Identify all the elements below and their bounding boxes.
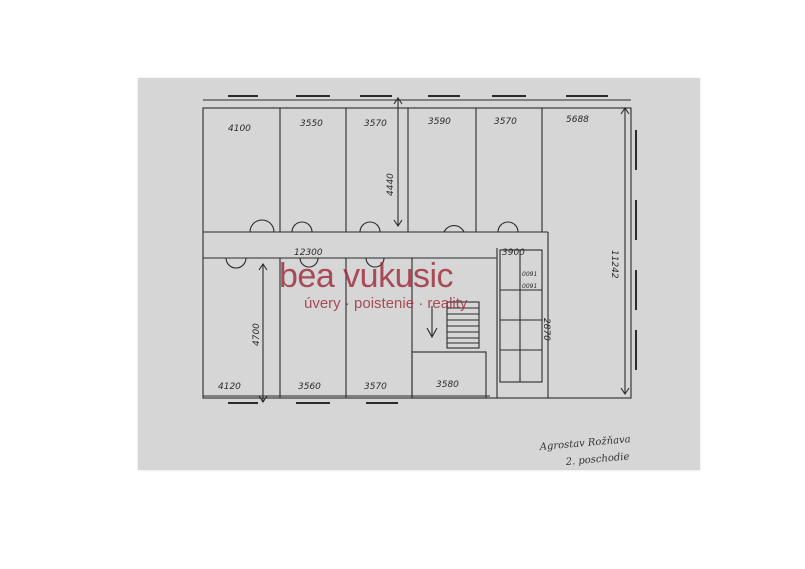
dim-bottom-room-2: 3560 <box>298 382 321 392</box>
watermark: bea vukusic úvery · poistenie · reality <box>279 257 468 312</box>
dim-corridor-length: 12300 <box>294 248 323 258</box>
walls <box>202 95 637 404</box>
watermark-tagline: úvery · poistenie · reality <box>304 295 468 312</box>
plan-note-company: Agrostav Rožňava <box>538 434 631 453</box>
dim-top-room-1: 4100 <box>228 124 251 134</box>
dim-total-depth: 11242 <box>609 250 619 279</box>
floor-plan-sheet <box>138 78 700 470</box>
dim-top-room-5: 3570 <box>494 117 517 127</box>
dimension-labels: 4100 3550 3570 3590 3570 5688 4440 11242… <box>218 115 619 392</box>
dim-bottom-room-4: 3580 <box>436 380 459 390</box>
dim-top-room-6: 5688 <box>566 115 589 125</box>
plan-note-floor: 2. poschodie <box>564 451 630 468</box>
dim-top-room-3: 3570 <box>364 119 387 129</box>
watermark-brand: bea vukusic <box>279 257 454 295</box>
dim-sanitary-depth: 2870 <box>541 318 551 341</box>
dim-bottom-depth: 4700 <box>252 323 262 346</box>
outer-wall <box>202 107 632 399</box>
dim-small-label-1: 0091 <box>522 271 537 278</box>
dim-stair-width: 3900 <box>502 248 525 258</box>
dim-bottom-room-3: 3570 <box>364 382 387 392</box>
dim-small-label-2: 0091 <box>522 283 537 290</box>
dim-top-room-2: 3550 <box>300 119 323 129</box>
dim-room-depth: 4440 <box>386 173 396 196</box>
dim-top-room-4: 3590 <box>428 117 451 127</box>
dim-bottom-room-1: 4120 <box>218 382 241 392</box>
